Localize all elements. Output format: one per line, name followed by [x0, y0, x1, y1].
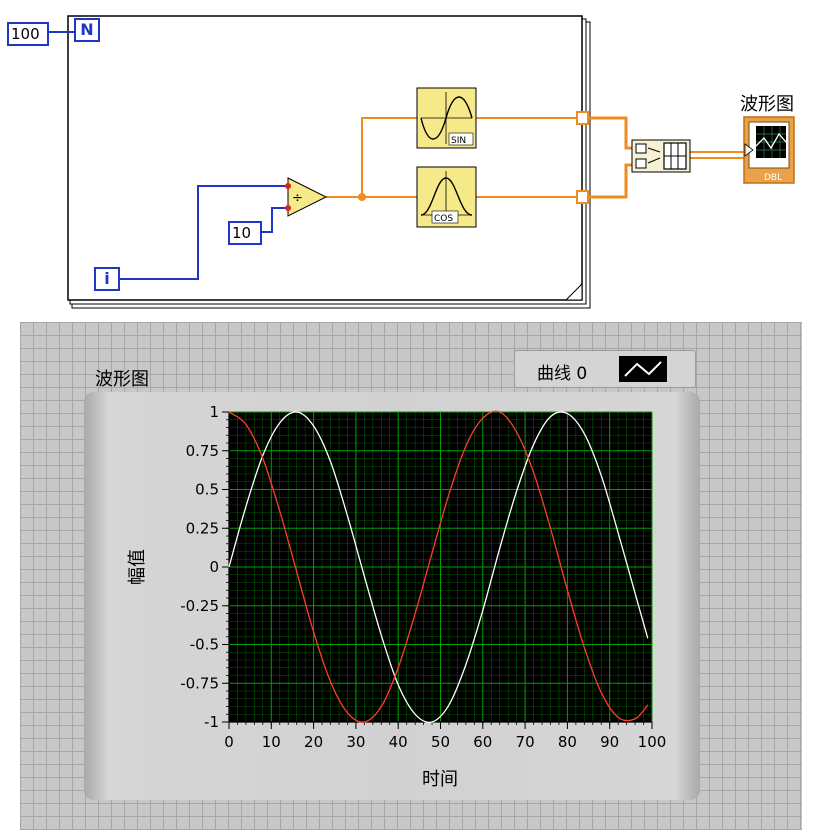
sine-icon[interactable]: SIN — [416, 87, 477, 149]
block-diagram: ÷ SIN COS — [0, 0, 822, 318]
x-tick-label: 10 — [262, 733, 281, 751]
y-axis-label: 幅值 — [127, 549, 148, 585]
divisor-constant[interactable]: 10 — [228, 221, 262, 245]
build-array-icon[interactable] — [631, 139, 691, 173]
y-tick-label: 0.25 — [186, 519, 219, 537]
x-tick-label: 90 — [600, 733, 619, 751]
iteration-terminal[interactable]: i — [94, 267, 120, 291]
divisor-wire — [262, 207, 288, 233]
y-tick-label: -0.25 — [180, 597, 219, 615]
y-tick-label: 1 — [209, 403, 219, 421]
block-diagram-canvas: ÷ SIN COS — [49, 15, 795, 309]
x-tick-label: 100 — [638, 733, 667, 751]
cos-label: COS — [434, 214, 453, 224]
x-axis-label: 时间 — [422, 769, 458, 790]
divide-symbol: ÷ — [292, 191, 303, 206]
y-tick-label: 0 — [209, 558, 219, 576]
waveform-graph-icon[interactable]: DBL — [743, 116, 795, 184]
count-terminal[interactable]: N — [74, 18, 100, 42]
for-loop-structure[interactable] — [67, 15, 583, 301]
graph-title: 波形图 — [95, 369, 149, 390]
plot-series — [228, 410, 649, 724]
y-tick-label: 0.5 — [195, 481, 219, 499]
sin-tunnel[interactable] — [576, 111, 589, 125]
cos-tunnel[interactable] — [576, 190, 589, 204]
y-tick-label: -0.5 — [190, 636, 219, 654]
divide-icon[interactable]: ÷ — [285, 177, 328, 217]
legend-line-icon[interactable] — [619, 356, 667, 382]
x-tick-label: 60 — [473, 733, 492, 751]
plot-axes: 1 0.75 0.5 0.25 0 -0.25 -0.5 -0.75 -1 0 10 20 30 40 50… — [180, 403, 666, 751]
front-panel: 波形图 曲线 0 1 0.75 0.5 0.25 0 -0.25 -0.5 -0.75 -1 0 1… — [20, 322, 802, 830]
x-tick-label: 30 — [346, 733, 365, 751]
series-line-0 — [228, 411, 649, 724]
x-tick-label: 50 — [431, 733, 450, 751]
x-tick-label: 80 — [558, 733, 577, 751]
y-tick-label: -1 — [204, 713, 219, 731]
sin-label: SIN — [451, 136, 466, 146]
waveform-plot[interactable]: 1 0.75 0.5 0.25 0 -0.25 -0.5 -0.75 -1 0 10 20 30 40 50… — [20, 322, 802, 830]
waveform-terminal-label: 波形图 — [740, 94, 794, 115]
y-tick-label: -0.75 — [180, 674, 219, 692]
x-tick-label: 70 — [516, 733, 535, 751]
x-tick-label: 20 — [304, 733, 323, 751]
x-tick-label: 0 — [224, 733, 234, 751]
legend-plot-name: 曲线 0 — [537, 364, 588, 384]
cosine-icon[interactable]: COS — [416, 166, 477, 228]
plot-grid — [228, 411, 653, 723]
count-constant[interactable]: 100 — [7, 22, 49, 46]
series-line-1 — [228, 410, 649, 723]
wire-junction — [358, 193, 366, 201]
y-tick-label: 0.75 — [186, 442, 219, 460]
loop-corner-fold — [564, 282, 583, 301]
cos-array-wire — [588, 163, 632, 199]
sin-array-wire — [588, 116, 632, 150]
iteration-wire — [120, 185, 288, 280]
sin-input-wire — [361, 117, 417, 197]
waveform-type-label: DBL — [764, 173, 782, 183]
plot-legend[interactable]: 曲线 0 — [514, 350, 696, 388]
x-tick-label: 40 — [389, 733, 408, 751]
